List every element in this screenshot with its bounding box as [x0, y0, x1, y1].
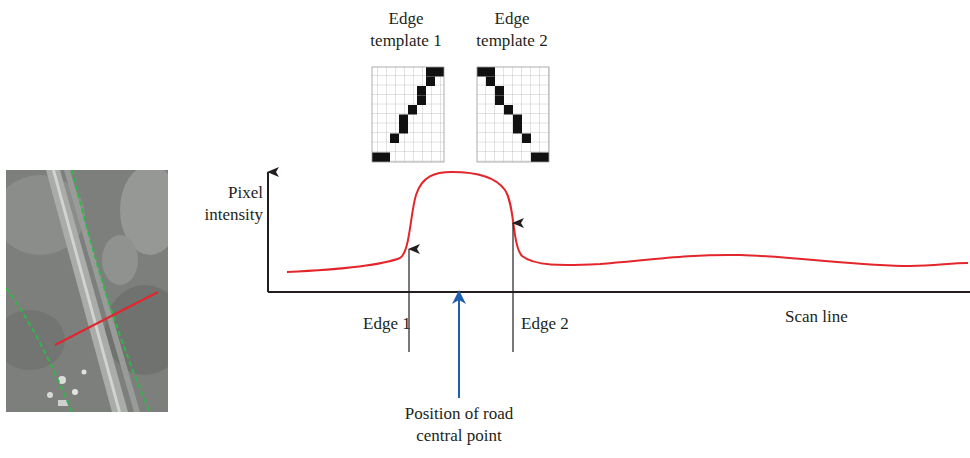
axis-label: Pixel intensity [183, 182, 263, 226]
template-title: Edge template 2 [466, 8, 558, 52]
axis-label: Scan line [785, 306, 885, 328]
y-axis [267, 172, 269, 292]
edge-label: Edge 2 [521, 313, 591, 335]
intensity-curve [287, 172, 968, 272]
satellite-photo [6, 170, 168, 412]
center-arrow [458, 300, 460, 398]
edge-arrow [408, 249, 409, 352]
template-title: Edge template 1 [360, 8, 452, 52]
edge-label: Edge 1 [363, 313, 423, 335]
edge-arrow [512, 223, 513, 352]
edge-template-grid [372, 67, 444, 162]
x-axis [268, 291, 970, 293]
edge-template-grid [477, 67, 549, 162]
center-arrowhead [452, 290, 466, 304]
point-label: Position of road central point [384, 403, 534, 447]
